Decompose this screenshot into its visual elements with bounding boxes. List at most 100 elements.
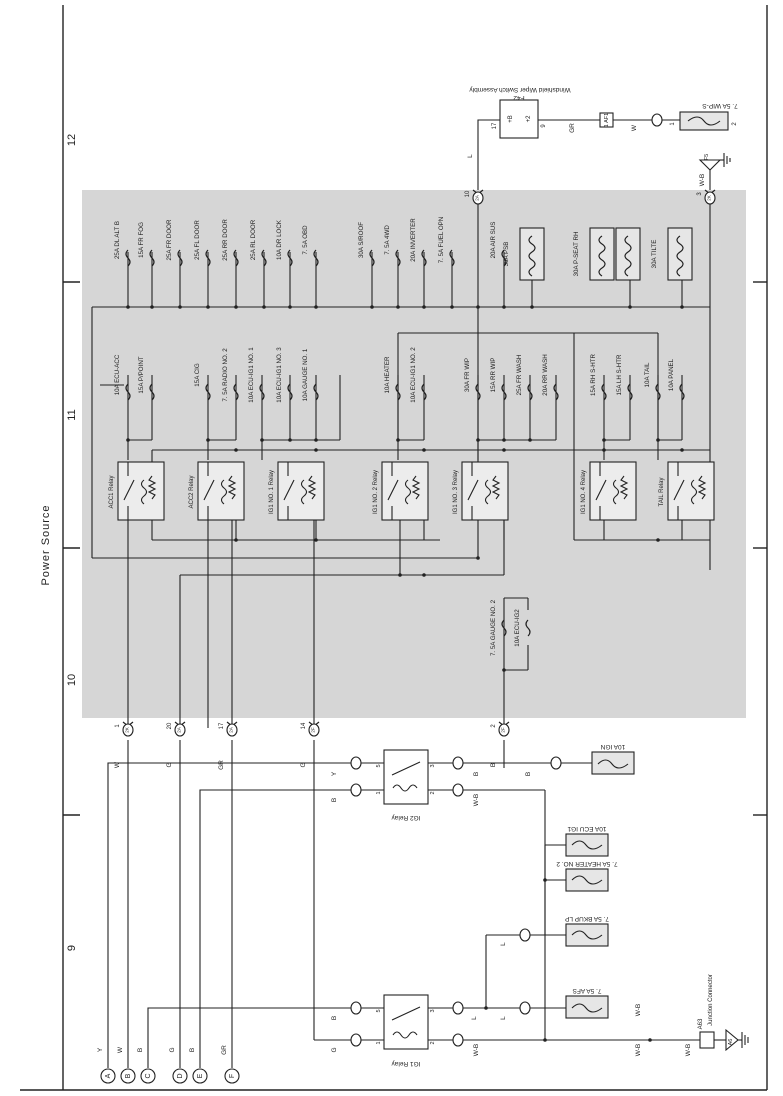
ground-f5-label: F5 xyxy=(704,154,710,160)
block-connector-num: 14 xyxy=(301,722,307,729)
block-connector-id: 2A xyxy=(229,727,234,733)
fuse-heater2-label: 7. 5A HEATER NO. 2 xyxy=(556,860,618,867)
fuse-ecu-ig1-label: 10A ECU IG1 xyxy=(567,825,606,832)
fuse-mid-symbol xyxy=(259,383,265,401)
relay-4 xyxy=(381,461,429,521)
wire-b-lower-2: B xyxy=(473,772,480,776)
fuse-top-label: 25A RR DOOR xyxy=(222,219,229,261)
wiper-switch-title: Windshield Wiper Switch Assembly xyxy=(469,86,571,93)
fuse-mid-symbol xyxy=(395,383,401,401)
fuse-mid-label: 30A FR WIP xyxy=(464,358,471,392)
svg-text:1: 1 xyxy=(376,1041,382,1044)
fuse-mid-symbol xyxy=(527,383,533,401)
fuse-top-label: 7. 5A 4WD xyxy=(384,225,391,255)
connector-af1: 1 AF1 xyxy=(604,113,610,127)
lower-relay-pins: 5 3 1 2 5 3 1 2 xyxy=(376,764,436,1044)
fuse-afs-label: 7. 5A AFS xyxy=(572,987,602,994)
junction-connector-id: A63 xyxy=(698,1018,704,1029)
ground-a6-label: A6 xyxy=(728,1039,734,1046)
relay-2 xyxy=(197,461,245,521)
svg-text:2: 2 xyxy=(430,791,436,794)
wire-b-lower-1: B xyxy=(331,798,338,802)
wire-wb-top: W-B xyxy=(699,174,706,187)
block-connector-3-2K: 2K3 xyxy=(697,189,716,205)
fuse-top-symbol xyxy=(369,249,375,267)
fuse-mid-symbol xyxy=(679,383,685,401)
fuse-mid-label: 10A ECU-IG1 NO. 3 xyxy=(276,347,283,403)
fusible-link-label: 30A PSB xyxy=(503,242,510,267)
fuse-mid-symbol xyxy=(313,383,319,401)
lower-wiring xyxy=(107,740,749,1068)
fuse-mid-label: 20A RR WASH xyxy=(542,354,549,395)
block-connector-num: 1 xyxy=(115,724,121,728)
fuse-wip-s-label: 7. 5A WIP-S xyxy=(702,102,738,109)
fuse-top-symbol xyxy=(261,249,267,267)
connector-b: BW xyxy=(117,1046,136,1084)
fusible-link-coils xyxy=(528,235,684,277)
fuse-mid-symbol xyxy=(627,383,633,401)
fuse-top-symbol xyxy=(233,249,239,267)
svg-text:1: 1 xyxy=(376,791,382,794)
relay-1 xyxy=(117,461,165,521)
block-connector-id: 2F xyxy=(501,727,506,733)
ig1-relay-label: IG1 Relay xyxy=(391,1060,421,1067)
junction-dots xyxy=(126,305,684,672)
block-connector-id: 2K xyxy=(707,195,712,201)
connector-wire: G xyxy=(169,1047,176,1052)
fuse-top-label: 7. 5A FUEL OPN xyxy=(438,217,445,264)
fuse-top-symbol xyxy=(501,249,507,267)
relay-label: ACC1 Relay xyxy=(109,475,115,508)
block-connector-wire: GR xyxy=(218,760,225,770)
fuse-mid-label: 10A ECU-IG1 NO. 1 xyxy=(248,347,255,403)
relay-label: ACC2 Relay xyxy=(189,475,195,508)
fuse-top-label: 30A S/ROOF xyxy=(358,222,365,258)
fuse-top-label: 10A DR LOCK xyxy=(276,219,283,260)
fuse-mid-label: 10A HEATER xyxy=(384,356,391,394)
wire-b-lower-3: B xyxy=(525,772,532,776)
relay-label: TAIL Relay xyxy=(659,477,665,506)
wire-wb-lower-4: W-B xyxy=(635,1004,642,1017)
fuse-mid-symbol xyxy=(205,383,211,401)
fuse-bkup-label: 7. 5A BKUP LP xyxy=(565,915,609,922)
block-connector-wire: B xyxy=(490,763,497,767)
column-number-12: 12 xyxy=(66,134,78,146)
fuse-wip-s-pin1: 1 xyxy=(670,122,676,126)
connector-letter: C xyxy=(145,1073,152,1078)
fuse-mid-label: 15A CIG xyxy=(194,363,201,387)
fuse-mid-label: 10A GAUGE NO. 1 xyxy=(302,348,309,401)
relay-label: IG1 NO. 1 Relay xyxy=(269,470,275,514)
wire-y-lower: Y xyxy=(331,771,338,776)
fuse-low-label: 7. 5A GAUGE NO. 2 xyxy=(490,599,497,656)
wiper-switch-connector: F42 xyxy=(513,94,525,101)
connector-wire: B xyxy=(189,1048,196,1052)
fuse-mid-label: 10A TAIL xyxy=(644,362,651,387)
junction-block-area xyxy=(82,190,746,718)
fuse-mid-label: 10A ECU-ACC xyxy=(114,354,121,395)
block-connector-num: 2 xyxy=(491,724,497,728)
column-number-10: 10 xyxy=(66,674,78,686)
fuse-top-label: 25A FR DOOR xyxy=(166,219,173,260)
fuse-top-symbol xyxy=(287,249,293,267)
fuse-top-symbol xyxy=(177,249,183,267)
block-connector-num: 10 xyxy=(465,190,471,197)
wiper-pin-9: 9 xyxy=(541,124,547,128)
fuse-mid-symbol xyxy=(287,383,293,401)
fuse-mid-symbol xyxy=(655,383,661,401)
wire-l-top: L xyxy=(467,154,474,158)
junction-connector-label: Junction Connector xyxy=(708,974,714,1026)
wire-w-top: W xyxy=(631,124,638,131)
connector-wire: GR xyxy=(221,1045,228,1055)
relay-3 xyxy=(277,461,325,521)
fuse-low-symbol xyxy=(501,619,507,637)
lower-junction-dots xyxy=(484,878,652,1042)
relay-5 xyxy=(461,461,509,521)
fuse-mid-symbol xyxy=(421,383,427,401)
connector-letter: E xyxy=(197,1073,204,1078)
relay-label: IG1 NO. 4 Relay xyxy=(581,470,587,514)
